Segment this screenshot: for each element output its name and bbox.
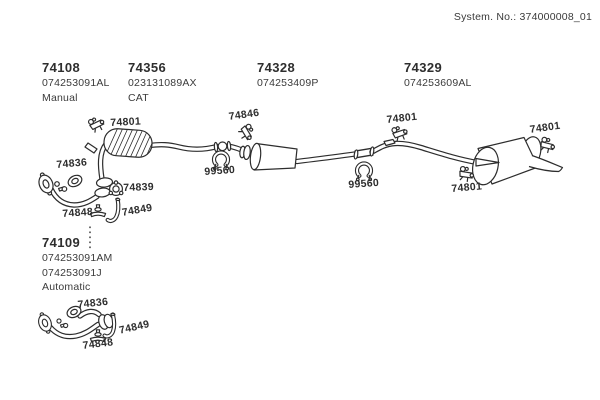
group-number: 74109: [42, 235, 81, 250]
group-number: 74329: [404, 60, 443, 75]
cat-outlet-pipe: [149, 145, 217, 150]
tailpipe: [528, 154, 564, 173]
downpipe-flange: [95, 177, 114, 188]
over-axle-pipe: [372, 143, 477, 162]
rubber-hanger-icon: [391, 124, 409, 142]
group-block-rear-muffler: 74329 074253609AL: [404, 59, 472, 91]
inlet-pipe-tip: [475, 157, 500, 167]
bolt-hardware: [54, 181, 68, 192]
downpipe-bracket-tab: [84, 142, 98, 154]
group-number: 74328: [257, 60, 296, 75]
front-pipe: [51, 189, 97, 205]
intermediate-pipe: [297, 154, 358, 162]
rubber-hanger-icon: [236, 122, 257, 143]
group-block-middle-muffler: 74328 074253409P: [257, 59, 319, 91]
bolt-hardware: [56, 318, 69, 329]
gasket-ring-icon: [65, 172, 85, 190]
callout-74839-flange-clamp: 74839: [123, 180, 155, 194]
group-block-automatic: 74109 074253091AM 074253091J Automatic: [42, 234, 113, 295]
callout-99560-rear-clamp: 99560: [348, 176, 380, 191]
group-part-code: 074253091J: [42, 266, 102, 279]
group-part-code: 074253609AL: [404, 77, 472, 89]
group-number: 74356: [128, 60, 167, 75]
pipe-bracket-tab: [383, 138, 396, 147]
hook-bracket-icon: [108, 198, 120, 221]
catalytic-converter: [103, 127, 153, 159]
group-part-code: 074253409P: [257, 77, 319, 89]
callout-99560-front-clamp: 99560: [204, 163, 236, 178]
callout-74848-front-mount: 74848: [62, 205, 94, 220]
middle-muffler: [239, 142, 298, 171]
mating-cup-flange: [94, 187, 111, 198]
group-variant: CAT: [128, 91, 149, 104]
sleeve-end-ring: [353, 149, 359, 160]
group-part-code: 023131089AX: [128, 77, 197, 89]
group-part-code: 074253091AL: [42, 77, 110, 89]
group-part-code: 074253091AM: [42, 252, 113, 264]
sleeve-end-ring: [369, 146, 375, 157]
ball-joint: [213, 140, 232, 153]
group-block-cat: 74356 023131089AX CAT: [128, 59, 197, 105]
auto-front-pipe: [50, 325, 98, 337]
group-number: 74108: [42, 60, 81, 75]
rubber-hanger-icon: [87, 115, 107, 134]
callout-74801-front-hanger: 74801: [110, 115, 142, 129]
rear-muffler: [471, 136, 564, 186]
group-variant: Manual: [42, 91, 78, 104]
system-number: System. No.: 374000008_01: [453, 11, 592, 23]
auto-upper-pipe: [80, 311, 99, 316]
group-variant: Automatic: [42, 281, 91, 293]
group-block-manual: 74108 074253091AL Manual: [42, 59, 110, 105]
